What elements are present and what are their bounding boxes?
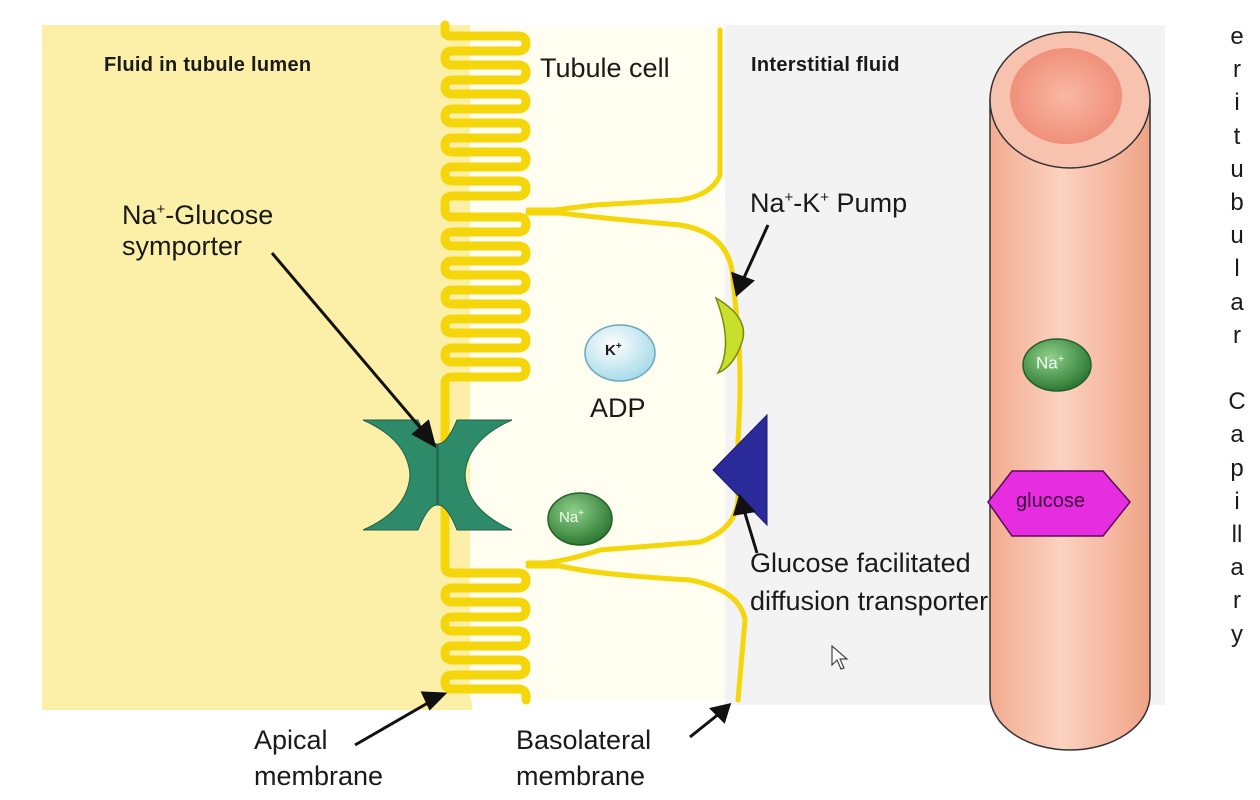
peritubular-capillary — [989, 31, 1151, 751]
arrow-pump — [740, 224, 770, 283]
na-k-pump — [714, 296, 745, 375]
potassium-sup: + — [615, 341, 622, 352]
label-glut-line2: diffusion transporter — [750, 586, 989, 616]
arrow-glut — [742, 509, 759, 554]
vertical-letter: C — [1228, 388, 1246, 416]
vertical-letter — [1222, 352, 1252, 385]
label-pump-sup2: + — [820, 189, 830, 206]
label-symporter-rest: -Glucose — [165, 200, 274, 230]
vertical-letter: p — [1230, 454, 1244, 482]
label-apical-line1: Apical — [254, 725, 328, 755]
sodium-cell-sym: Na — [559, 509, 579, 526]
potassium-sym: K — [605, 342, 616, 359]
label-symporter: Na+-Glucose — [122, 192, 273, 233]
vertical-letter: u — [1230, 222, 1244, 250]
sodium-ion-capillary — [1022, 338, 1092, 392]
label-pump-sup1: + — [784, 189, 794, 206]
label-pump-k: -K — [793, 188, 821, 218]
label-tubule-cell: Tubule cell — [540, 53, 670, 83]
label-glut-line1: Glucose facilitated — [750, 548, 971, 578]
mouse-cursor-icon — [831, 645, 849, 670]
arrowhead-symporter — [411, 419, 437, 448]
glucose-label: glucose — [1016, 490, 1085, 512]
vertical-letter: e — [1230, 23, 1244, 50]
label-baso-line1: Basolateral — [516, 725, 652, 755]
vertical-letter: r — [1233, 587, 1241, 615]
arrowhead-basolateral — [709, 702, 732, 724]
arrow-apical — [354, 698, 434, 747]
basolateral-membrane — [525, 27, 748, 703]
sodium-cell-sup: + — [578, 508, 585, 519]
label-symporter-sup: + — [156, 201, 166, 218]
sodium-ion-cell — [547, 492, 613, 546]
vertical-letter: a — [1230, 554, 1244, 582]
arrowhead-pump — [731, 271, 755, 297]
vertical-letter: i — [1234, 487, 1240, 515]
label-adp: ADP — [590, 393, 646, 423]
sodium-cell-label: Na+ — [559, 508, 584, 526]
label-pump-na: Na — [750, 188, 785, 218]
sodium-capillary-sup: + — [1057, 353, 1065, 365]
vertical-letter: b — [1230, 189, 1244, 217]
potassium-ion — [584, 324, 656, 382]
vertical-letter: y — [1231, 620, 1243, 648]
label-pump-rest: Pump — [829, 188, 908, 218]
label-interstitial: Interstitial fluid — [751, 54, 900, 76]
vertical-letter: r — [1233, 56, 1241, 84]
vertical-letter: i — [1234, 89, 1240, 117]
vertical-letter: l — [1234, 255, 1240, 283]
glucose-molecule — [987, 470, 1131, 537]
label-apical-line2: membrane — [254, 761, 384, 791]
vertical-letter: ll — [1231, 521, 1243, 549]
arrowhead-apical — [420, 691, 448, 711]
vertical-letter: t — [1233, 122, 1241, 150]
vertical-letter: a — [1230, 288, 1244, 316]
vertical-letter: a — [1230, 421, 1244, 449]
label-symporter-line2: symporter — [122, 231, 243, 261]
arrow-basolateral — [689, 711, 721, 739]
label-pump: Na+-K+ Pump — [750, 180, 907, 221]
arrowhead-glut — [732, 494, 756, 516]
apical-membrane — [440, 20, 531, 705]
label-symporter-na: Na — [122, 200, 157, 230]
vertical-letter: r — [1233, 321, 1241, 349]
label-baso-line2: membrane — [516, 761, 646, 791]
vertical-letter: u — [1230, 155, 1244, 183]
sodium-capillary-sym: Na — [1036, 353, 1058, 373]
label-lumen: Fluid in tubule lumen — [104, 54, 312, 76]
arrow-symporter — [270, 252, 426, 433]
potassium-label: K+ — [605, 341, 622, 359]
sodium-capillary-label: Na+ — [1036, 353, 1064, 374]
lumen-fluid — [42, 25, 472, 710]
